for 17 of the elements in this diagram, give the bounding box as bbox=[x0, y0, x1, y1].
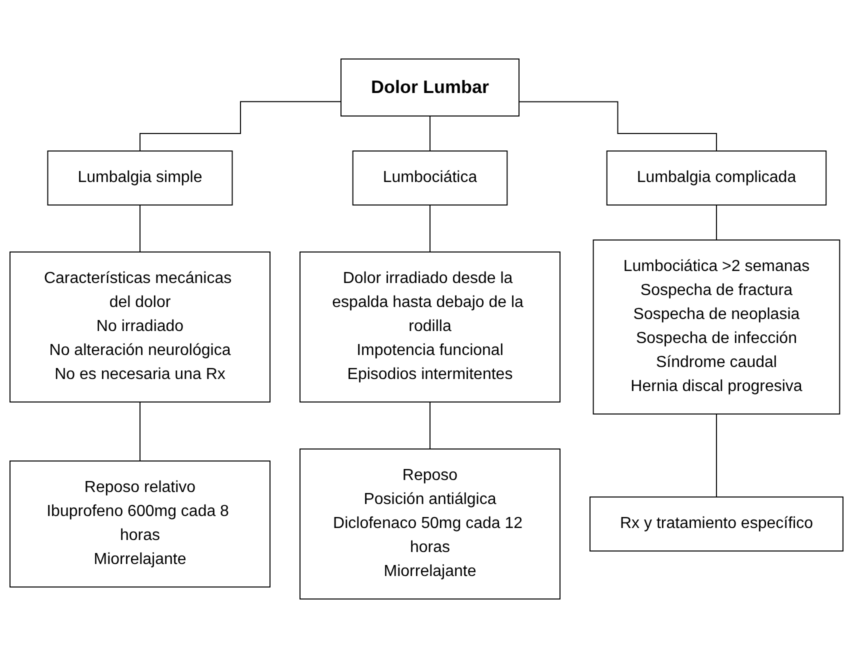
node-box: Lumbociática bbox=[352, 150, 508, 205]
connector bbox=[139, 401, 140, 461]
node-box: Dolor irradiado desde la espalda hasta debajo de la rodilla Impotencia funcional Episodios intermitentes bbox=[299, 251, 560, 402]
node-box: Dolor Lumbar bbox=[340, 58, 520, 116]
node-box: Reposo Posición antiálgica Diclofenaco 50mg cada 12 horas Miorrelajante bbox=[299, 448, 560, 599]
connector bbox=[429, 115, 430, 151]
node-box: Lumbociática >2 semanas Sospecha de fractura Sospecha de neoplasia Sospecha de infección Síndrome caudal Hernia discal progresiva bbox=[592, 239, 840, 414]
node-box: Rx y tratamiento específico bbox=[589, 496, 843, 551]
node-box: Características mecánicas del dolor No irradiado No alteración neurológica No es necesaria una Rx bbox=[9, 251, 270, 402]
node-box: Reposo relativo Ibuprofeno 600mg cada 8 horas Miorrelajante bbox=[9, 460, 270, 587]
connector bbox=[518, 100, 716, 151]
connector bbox=[139, 100, 341, 151]
connector bbox=[139, 204, 140, 252]
node-box: Lumbalgia simple bbox=[46, 150, 232, 205]
node-box: Lumbalgia complicada bbox=[606, 150, 826, 205]
connector bbox=[429, 204, 430, 252]
connector bbox=[429, 401, 430, 449]
